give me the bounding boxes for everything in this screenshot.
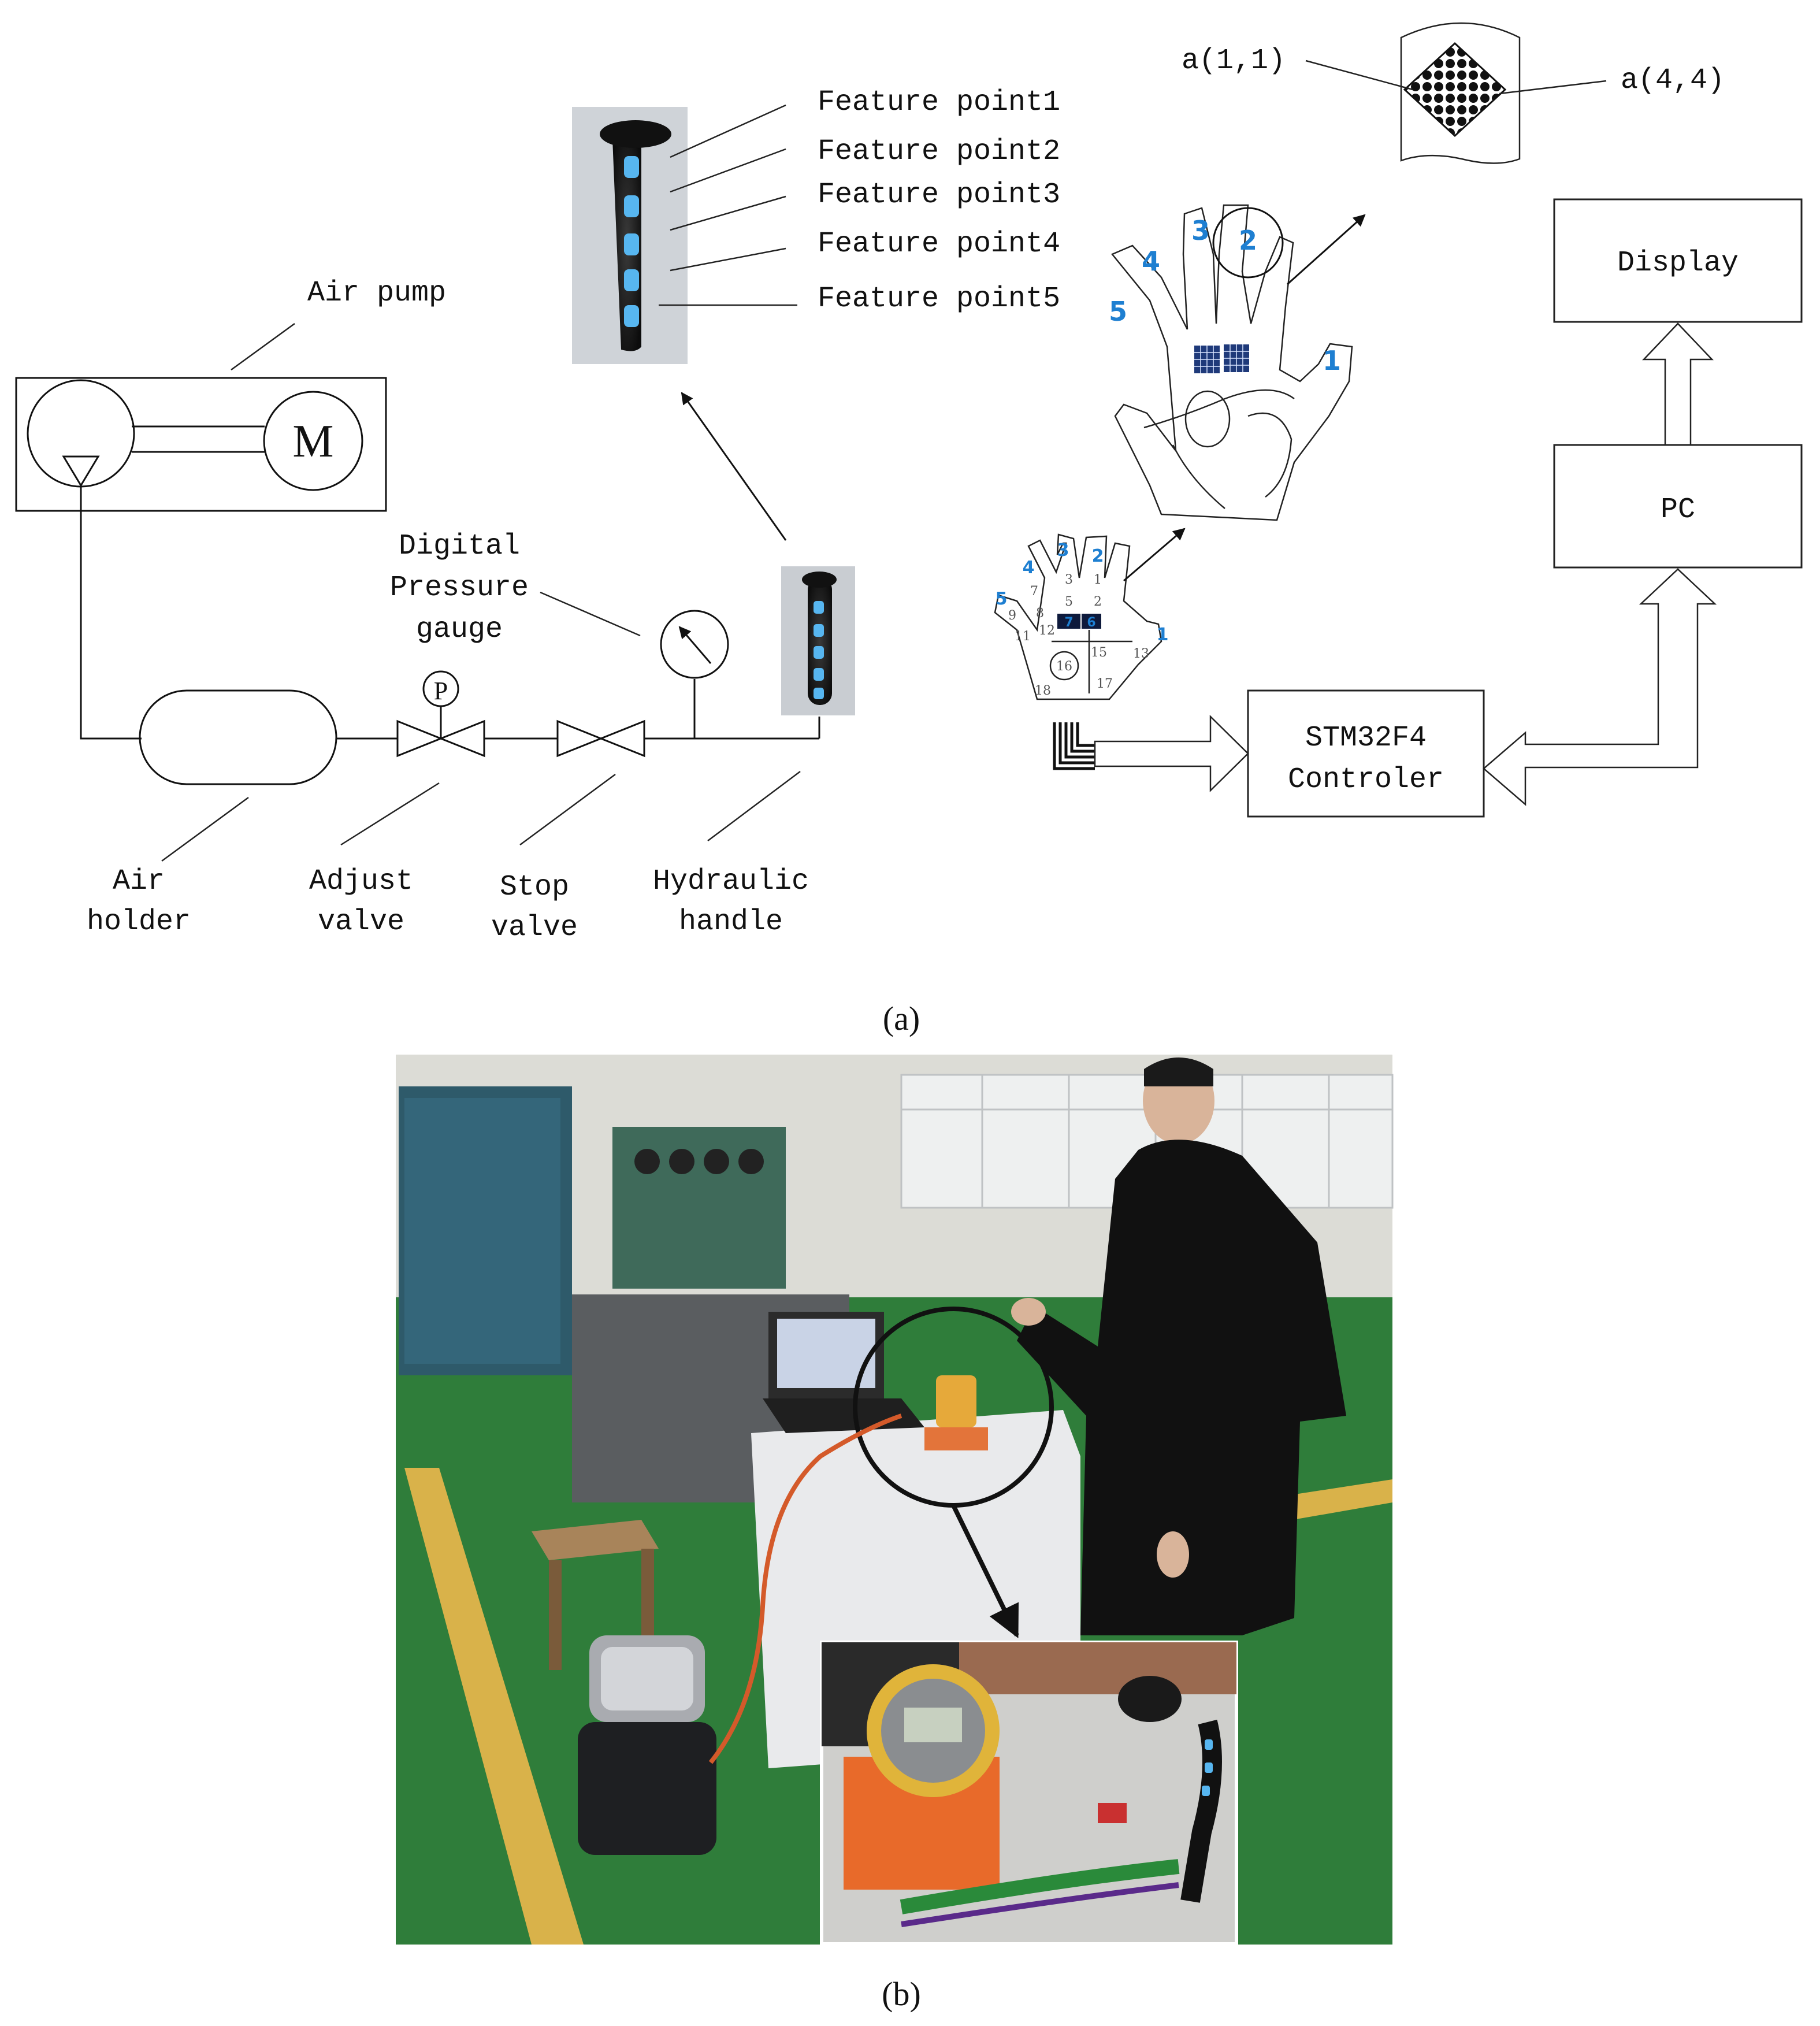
small-glove: 7 6 1 2 3 4 5 1 2 3 4 5 7 8 9 10 11 12 1…: [994, 533, 1169, 770]
controller-label-2: Controler: [1288, 763, 1444, 796]
hydraulic-handle-leader: [707, 771, 801, 841]
display-label: Display: [1617, 247, 1739, 280]
air-pump-label: Air pump: [307, 277, 446, 310]
fingertip-zoom-arrow: [1286, 214, 1366, 285]
glove-to-controller-arrow: [1094, 715, 1249, 792]
stop-valve: [556, 719, 645, 758]
pipe-pump-to-holder: [80, 485, 142, 740]
caption-a: (a): [883, 1000, 920, 1037]
air-hose: [708, 1413, 902, 1764]
panel-a-sensing-chain: 7 6 1 2 3 4 5 1 2 3 4 5 7 8 9 10 11 12 1…: [994, 22, 1803, 818]
stop-valve-label-2: valve: [491, 911, 578, 944]
feature-point5-label: Feature point5: [818, 283, 1060, 316]
pressure-gauge-label-2: Pressure: [390, 572, 529, 604]
feature-point4-leader: [670, 247, 786, 272]
pc-to-display-arrow: [1642, 322, 1714, 446]
motor-symbol: M: [292, 416, 333, 467]
adjust-valve-label-2: valve: [318, 906, 404, 938]
small-glove-region-15: 15: [1091, 645, 1107, 660]
small-glove-dark-cell-6: 6: [1087, 615, 1095, 630]
small-glove-finger-1: 1: [1157, 625, 1169, 645]
big-hand-number-5: 5: [1109, 296, 1127, 327]
pressure-gauge-label-1: Digital: [399, 530, 520, 563]
big-hand: 1 2 3 4 5: [1109, 204, 1353, 521]
pressure-symbol: P: [434, 677, 448, 705]
feature-point3-label: Feature point3: [818, 179, 1060, 211]
feature-point1-leader: [670, 104, 786, 158]
small-glove-region-7: 7: [1030, 584, 1038, 599]
air-holder-label-1: Air: [113, 865, 165, 898]
digital-pressure-gauge: [660, 610, 729, 739]
hydraulic-handle-photo-large: [572, 107, 688, 364]
photo-zoom-arrow: [951, 1504, 1019, 1639]
panel-b-lab-photo: [396, 1055, 1394, 1946]
small-glove-finger-5: 5: [996, 589, 1008, 609]
small-glove-region-8: 8: [1036, 606, 1044, 621]
air-compressor: [578, 1635, 716, 1855]
feature-point1-label: Feature point1: [818, 86, 1060, 119]
small-glove-region-13: 13: [1133, 647, 1149, 661]
air-pump: M: [15, 377, 387, 512]
small-glove-region-18: 18: [1035, 684, 1051, 698]
small-glove-region-11: 11: [1015, 629, 1031, 644]
matrix-label-start: a(1,1): [1182, 44, 1286, 77]
small-glove-region-1: 1: [1094, 573, 1102, 587]
person: [1011, 1057, 1346, 1635]
pressure-gauge-leader: [540, 591, 641, 637]
big-hand-number-4: 4: [1142, 246, 1160, 277]
small-glove-region-9: 9: [1008, 608, 1016, 623]
small-glove-region-16: 16: [1056, 659, 1072, 674]
small-glove-region-12: 12: [1039, 624, 1055, 638]
small-glove-finger-3: 3: [1057, 540, 1069, 561]
small-glove-region-2: 2: [1094, 595, 1102, 609]
controller-box: [1247, 689, 1485, 818]
small-glove-finger-2: 2: [1092, 546, 1104, 566]
small-glove-region-3: 3: [1065, 573, 1073, 587]
air-holder-label-2: holder: [87, 906, 191, 938]
air-pump-leader: [231, 322, 295, 371]
fingertip-highlight-circle: [1212, 207, 1284, 279]
matrix-label-end: a(4,4): [1621, 64, 1725, 97]
matrix-start-leader: [1305, 60, 1413, 91]
hydraulic-handle-label-1: Hydraulic: [653, 865, 809, 898]
feature-point2-leader: [670, 148, 786, 193]
sensor-matrix-detail: [1400, 22, 1521, 164]
controller-label-1: STM32F4: [1305, 722, 1427, 755]
panel-a-pneumatic-schematic: M Air pump P Digital Pressure gauge: [15, 86, 1060, 944]
inset-zoom-photo: [820, 1641, 1238, 1946]
adjust-valve-label-1: Adjust: [309, 865, 413, 898]
big-hand-number-2: 2: [1239, 225, 1257, 256]
air-holder: [139, 689, 337, 785]
matrix-end-leader: [1499, 80, 1607, 95]
controller-to-pc-arrow: [1483, 568, 1717, 806]
air-holder-leader: [161, 796, 249, 862]
caption-b: (b): [882, 1975, 921, 2013]
glove-zoom-arrow: [1123, 528, 1186, 582]
stop-valve-label-1: Stop: [500, 871, 569, 904]
feature-point4-label: Feature point4: [818, 228, 1060, 261]
small-glove-region-17: 17: [1097, 677, 1113, 691]
feature-point2-label: Feature point2: [818, 135, 1060, 168]
big-hand-number-1: 1: [1323, 345, 1341, 376]
adjust-valve: P: [396, 670, 485, 758]
adjust-valve-leader: [340, 782, 440, 846]
small-glove-dark-cell-7: 7: [1064, 615, 1073, 630]
hydraulic-handle-label-2: handle: [679, 906, 783, 938]
feature-point3-leader: [670, 195, 786, 231]
small-glove-region-5: 5: [1065, 595, 1073, 609]
display-box: [1553, 198, 1803, 323]
stop-valve-leader: [519, 773, 616, 846]
small-glove-finger-4: 4: [1023, 558, 1035, 578]
pressure-gauge-label-3: gauge: [416, 613, 503, 646]
big-hand-number-3: 3: [1191, 215, 1210, 246]
hydraulic-handle-photo-small: [781, 566, 855, 715]
handle-zoom-arrow: [681, 392, 787, 541]
pc-label: PC: [1661, 493, 1695, 526]
